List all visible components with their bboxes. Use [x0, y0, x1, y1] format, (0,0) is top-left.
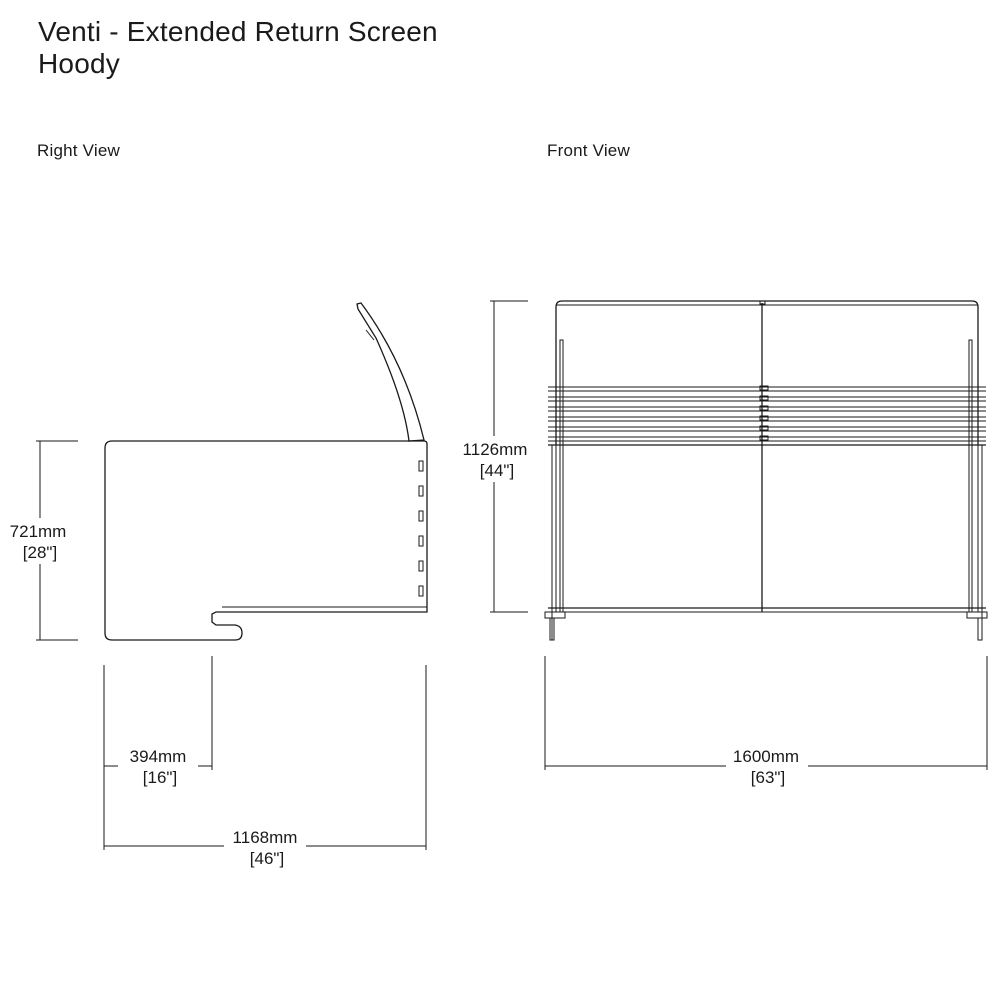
- front-width-in: [63"]: [751, 768, 785, 787]
- left-foot-bracket: [544, 611, 566, 619]
- title-line-product: Venti - Extended Return Screen: [38, 16, 438, 47]
- front-height-in: [44"]: [480, 461, 514, 480]
- mounting-slot-5: [418, 560, 424, 572]
- horizontal-rails: [548, 386, 986, 446]
- right-inner-depth-mm: 394mm: [130, 747, 187, 766]
- right-inner-post: [968, 339, 973, 613]
- right-depth-mm: 1168mm: [233, 828, 298, 847]
- right-inner-depth-in: [16"]: [143, 768, 177, 787]
- right-depth-in: [46"]: [250, 849, 284, 868]
- mounting-slot-3: [418, 510, 424, 522]
- mounting-slot-4: [418, 535, 424, 547]
- mounting-slot-6: [418, 585, 424, 597]
- screen-panel-inner-edge: [365, 329, 375, 341]
- right-view-label: Right View: [37, 141, 120, 160]
- mounting-slot-1: [418, 460, 424, 472]
- mounting-slot-2: [418, 485, 424, 497]
- right-height-mm: 721mm: [10, 522, 67, 541]
- right-height-in: [28"]: [23, 543, 57, 562]
- title-line-variant: Hoody: [38, 48, 120, 79]
- screen-panel-profile: [356, 302, 425, 442]
- front-width-mm: 1600mm: [733, 747, 799, 766]
- front-view-label: Front View: [547, 141, 630, 160]
- front-view-drawing: 1126mm [44"] 1600mm [63"]: [456, 300, 988, 787]
- right-view-drawing: 721mm [28"] 394mm [16"] 1168mm [46"]: [4, 302, 428, 869]
- return-body-outline: [104, 440, 428, 641]
- left-inner-post: [559, 339, 564, 613]
- front-height-mm: 1126mm: [463, 440, 528, 459]
- upper-screen-panel: [555, 300, 979, 445]
- right-foot-bracket: [966, 611, 988, 619]
- drawing-title: Venti - Extended Return Screen Hoody: [38, 16, 438, 80]
